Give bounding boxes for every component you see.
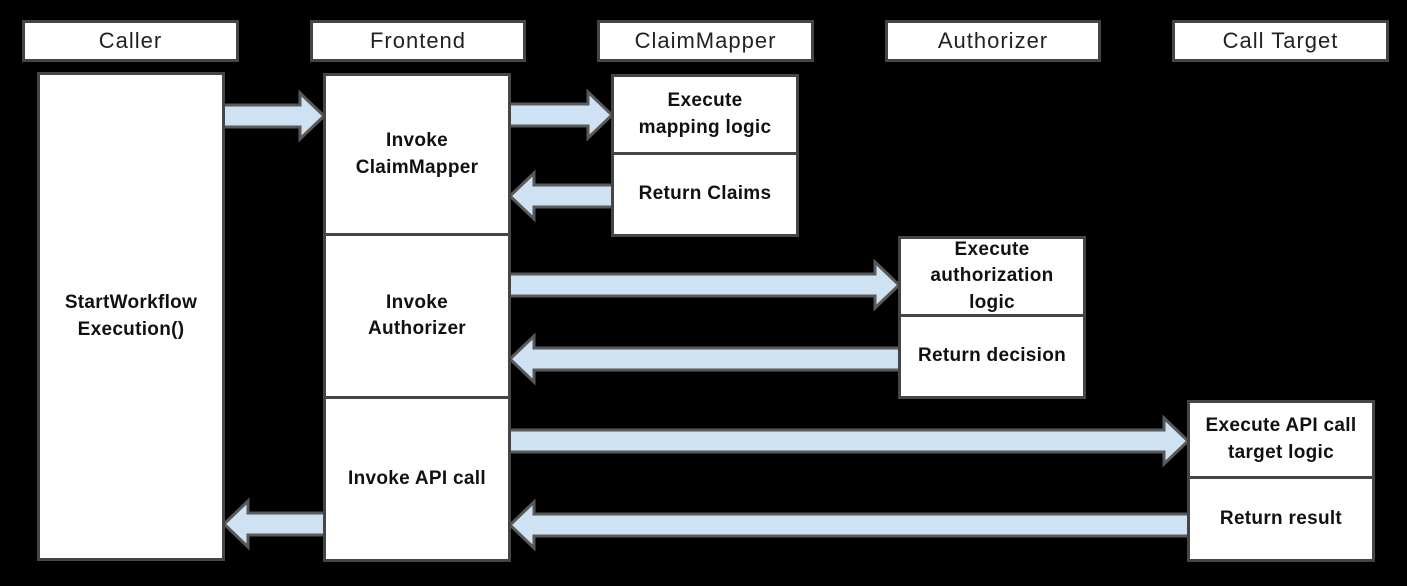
column-header-calltarget: Call Target	[1172, 20, 1389, 62]
task-invoke-api-call: Invoke API call	[323, 396, 511, 562]
task-execute-authorization-logic: Execute authorization logic	[898, 236, 1086, 317]
task-label: StartWorkflow Execution()	[64, 292, 198, 340]
task-label: Execute mapping logic	[638, 90, 772, 138]
arrow-calltarget-return-result	[507, 498, 1194, 552]
arrow-caller-to-frontend	[218, 89, 327, 143]
task-label: Execute authorization logic	[930, 239, 1054, 313]
arrow-frontend-to-claimmapper	[504, 88, 615, 142]
arrow-frontend-to-calltarget	[504, 414, 1191, 468]
task-return-decision: Return decision	[898, 314, 1086, 399]
task-startworkflowexecution: StartWorkflow Execution()	[37, 72, 225, 561]
column-header-frontend: Frontend	[310, 20, 526, 62]
arrow-authorizer-return-decision	[507, 332, 905, 386]
task-label: Invoke Authorizer	[368, 291, 466, 339]
task-label: Return decision	[917, 345, 1067, 367]
column-header-authorizer: Authorizer	[885, 20, 1101, 62]
arrow-frontend-to-caller	[221, 497, 330, 551]
task-label: Execute API call target logic	[1205, 415, 1357, 463]
task-label: Invoke API call	[348, 467, 486, 489]
task-return-claims: Return Claims	[611, 152, 799, 237]
column-header-label: Authorizer	[937, 28, 1049, 53]
column-header-label: Caller	[98, 28, 163, 53]
column-header-label: Frontend	[369, 28, 467, 53]
task-execute-api-call-target-logic: Execute API call target logic	[1187, 400, 1375, 479]
task-invoke-authorizer: Invoke Authorizer	[323, 233, 511, 399]
column-header-label: ClaimMapper	[634, 28, 777, 53]
task-label: Return Claims	[638, 183, 772, 205]
arrow-frontend-to-authorizer	[504, 258, 902, 312]
column-header-claimmapper: ClaimMapper	[597, 20, 814, 62]
column-header-caller: Caller	[22, 20, 239, 62]
task-execute-mapping-logic: Execute mapping logic	[611, 74, 799, 155]
column-header-label: Call Target	[1222, 28, 1339, 53]
task-return-result: Return result	[1187, 476, 1375, 562]
task-label: Return result	[1219, 507, 1343, 529]
task-label: Invoke ClaimMapper	[355, 130, 479, 178]
arrow-claimmapper-return-claims	[507, 169, 618, 223]
task-invoke-claimmapper: Invoke ClaimMapper	[323, 73, 511, 236]
